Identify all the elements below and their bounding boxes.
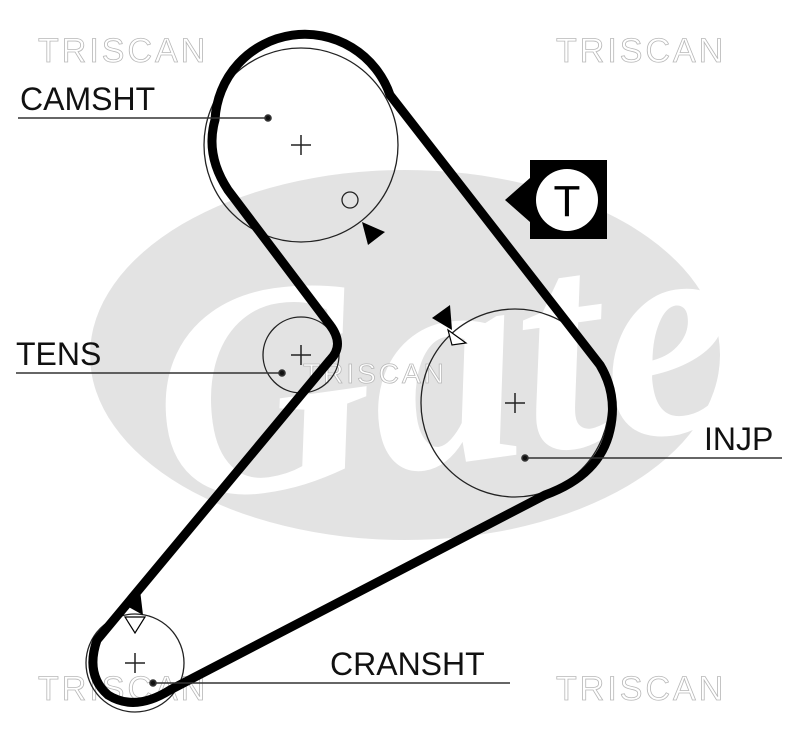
camshaft-label: CAMSHT	[20, 81, 155, 117]
tensioner-leader-dot	[278, 369, 286, 377]
crankshaft-leader-dot	[149, 679, 157, 687]
timing-belt	[88, 29, 617, 707]
watermark-bottom-right: TRISCAN	[556, 670, 726, 708]
camshaft-timing-mark	[341, 191, 359, 209]
injection-pump-direction-arrow-icon	[432, 305, 452, 330]
tensioner-label: TENS	[16, 336, 101, 372]
tensioner-badge-circle	[536, 169, 598, 231]
crankshaft-center-icon	[125, 653, 145, 673]
injection-pump-leader-dot	[521, 454, 529, 462]
camshaft-pulley	[203, 47, 399, 243]
injection-pump-mark-icon	[446, 328, 468, 346]
crankshaft-mark-icon	[123, 616, 147, 635]
injection-pump-center-icon	[505, 393, 525, 413]
tensioner-badge: T	[505, 160, 607, 239]
camshaft-leader-dot	[264, 114, 272, 122]
watermark-top-left: TRISCAN	[38, 32, 208, 70]
camshaft-center-icon	[291, 135, 311, 155]
tensioner-center-icon	[291, 345, 311, 365]
rotation-arrows	[123, 222, 468, 635]
watermark-top-right: TRISCAN	[556, 32, 726, 70]
crankshaft-direction-arrow-icon	[125, 590, 143, 615]
injection-pump-label: INJP	[704, 421, 773, 457]
crankshaft-label: CRANSHT	[330, 646, 485, 682]
tensioner-badge-symbol: T	[554, 177, 581, 226]
camshaft-direction-arrow-icon	[362, 222, 385, 245]
gates-logo-watermark: Gates	[90, 142, 800, 568]
crankshaft-pulley	[85, 613, 185, 713]
logo-ellipse	[90, 170, 720, 540]
